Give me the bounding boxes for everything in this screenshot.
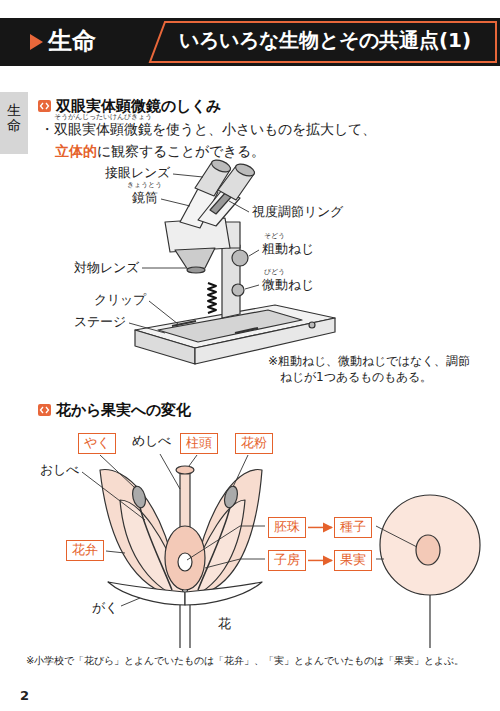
- keyword: 立体的: [55, 143, 97, 160]
- part-label: 鏡筒: [132, 190, 158, 206]
- term-text: 柱頭: [186, 435, 212, 450]
- part-label: 微動ねじ: [262, 277, 314, 293]
- header-triangle: [30, 34, 43, 50]
- term-box: 花弁: [66, 540, 104, 561]
- ruby: びどう: [264, 268, 285, 276]
- page-number: 2: [20, 688, 29, 704]
- part-label: 粗動ねじ: [262, 241, 314, 257]
- section-tab-label: 生命: [48, 27, 96, 56]
- part-label: 接眼レンズ: [105, 165, 170, 181]
- header-band: [0, 18, 500, 66]
- section-heading: 花から果実への変化: [56, 401, 191, 419]
- leader-line: [82, 454, 417, 606]
- side-tab-label: 生命: [7, 103, 21, 134]
- section-heading: 双眼実体顕微鏡のしくみ: [56, 97, 221, 115]
- term-text: 胚珠: [274, 519, 300, 534]
- note: ※粗動ねじ、微動ねじではなく、調節ねじが1つあるものもある。: [268, 354, 476, 385]
- ruby: そうがんじったいけんびきょう: [54, 113, 152, 121]
- term-text: 子房: [274, 552, 300, 567]
- page-title: いろいろな生物とその共通点(1): [160, 28, 490, 52]
- ruby: きょうとう: [127, 181, 162, 189]
- term-box: 柱頭: [180, 433, 218, 454]
- title-frame: [150, 22, 496, 62]
- term-box: 子房: [268, 550, 306, 571]
- term-box: やく: [78, 433, 116, 454]
- section-icon: [38, 100, 51, 112]
- term-box: 花粉: [235, 433, 273, 454]
- term-box: 果実: [334, 550, 372, 571]
- note: ※小学校で「花びら」とよんでいたものは「花弁」、「実」とよんでいたものは「果実」…: [26, 655, 464, 667]
- section-icon: [38, 404, 51, 416]
- body-text: ・双眼実体顕微鏡を使うと、小さいものを拡大して、: [40, 121, 376, 138]
- flower: [100, 466, 262, 648]
- term-text: 花弁: [72, 542, 98, 557]
- side-tab: [0, 92, 28, 154]
- term-text: 果実: [340, 552, 366, 567]
- body-text: に観察することができる。: [97, 143, 265, 160]
- term-text: 種子: [340, 519, 366, 534]
- term-box: 胚珠: [268, 517, 306, 538]
- part-label: ステージ: [74, 314, 126, 330]
- term-text: 花粉: [241, 435, 267, 450]
- ruby: そどう: [264, 232, 285, 240]
- part-label: がく: [92, 600, 118, 616]
- part-label: 対物レンズ: [74, 260, 139, 276]
- part-label: 花: [218, 616, 231, 632]
- arrow-connector: [308, 560, 332, 562]
- part-label: クリップ: [94, 292, 146, 308]
- part-label: 視度調節リング: [252, 204, 343, 220]
- term-box: 種子: [334, 517, 372, 538]
- part-label: おしべ: [40, 462, 79, 478]
- part-label: めしべ: [132, 433, 171, 449]
- fruit: [380, 495, 480, 648]
- microscope: [135, 158, 335, 364]
- term-text: やく: [84, 435, 110, 450]
- arrow-connector: [308, 527, 332, 529]
- leader-line: [129, 174, 259, 333]
